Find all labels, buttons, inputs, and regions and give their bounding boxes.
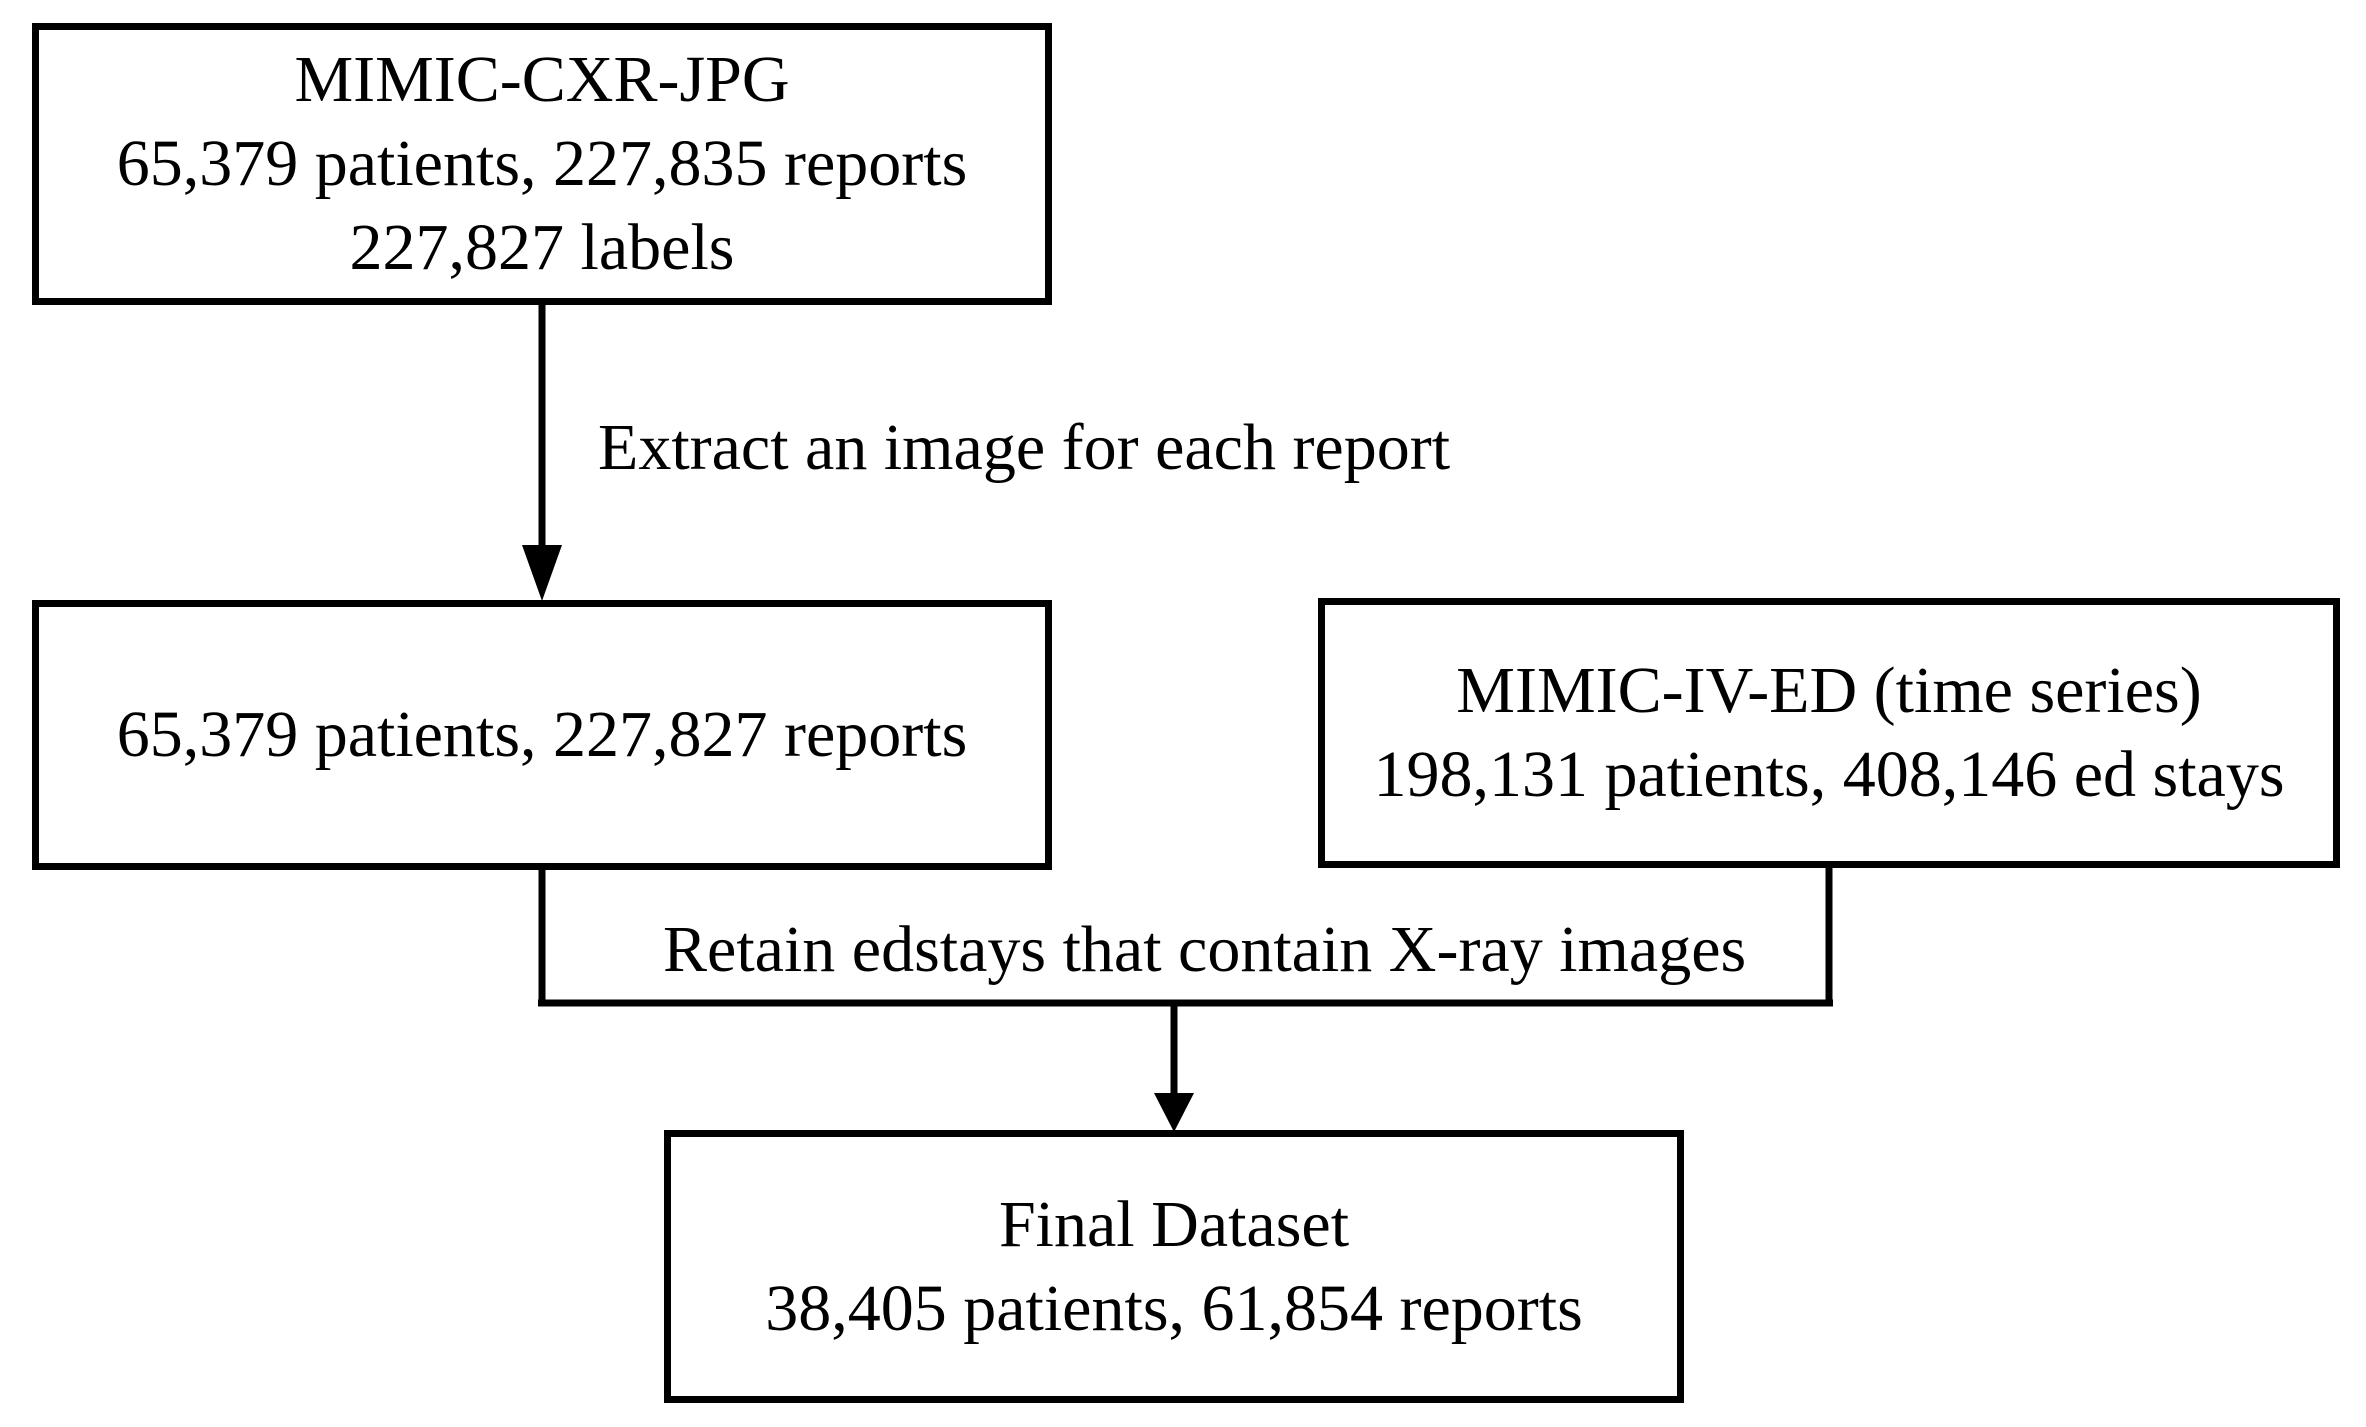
- node-title: Final Dataset: [998, 1187, 1350, 1261]
- node-stats-line: 227,827 labels: [349, 211, 735, 284]
- edge-label-retain: Retain edstays that contain X-ray images: [663, 913, 1747, 986]
- node-title: MIMIC-IV-ED (time series): [1456, 654, 2202, 727]
- node-mimic-cxr-jpg: MIMIC-CXR-JPG 65,379 patients, 227,835 r…: [32, 23, 1052, 305]
- arrow-extract-head-icon: [522, 545, 562, 601]
- node-extracted-images: 65,379 patients, 227,827 reports: [32, 600, 1052, 870]
- node-stats-line: 65,379 patients, 227,835 reports: [116, 127, 968, 200]
- node-mimic-iv-ed: MIMIC-IV-ED (time series) 198,131 patien…: [1318, 598, 2340, 868]
- node-title: MIMIC-CXR-JPG: [294, 43, 790, 116]
- node-final-dataset: Final Dataset 38,405 patients, 61,854 re…: [664, 1130, 1684, 1403]
- node-stats-line: 38,405 patients, 61,854 reports: [765, 1271, 1583, 1345]
- node-stats-line: 198,131 patients, 408,146 ed stays: [1373, 738, 2285, 811]
- arrow-final-head-icon: [1154, 1093, 1194, 1132]
- edge-label-extract: Extract an image for each report: [598, 411, 1451, 484]
- node-stats-line: 65,379 patients, 227,827 reports: [116, 698, 968, 771]
